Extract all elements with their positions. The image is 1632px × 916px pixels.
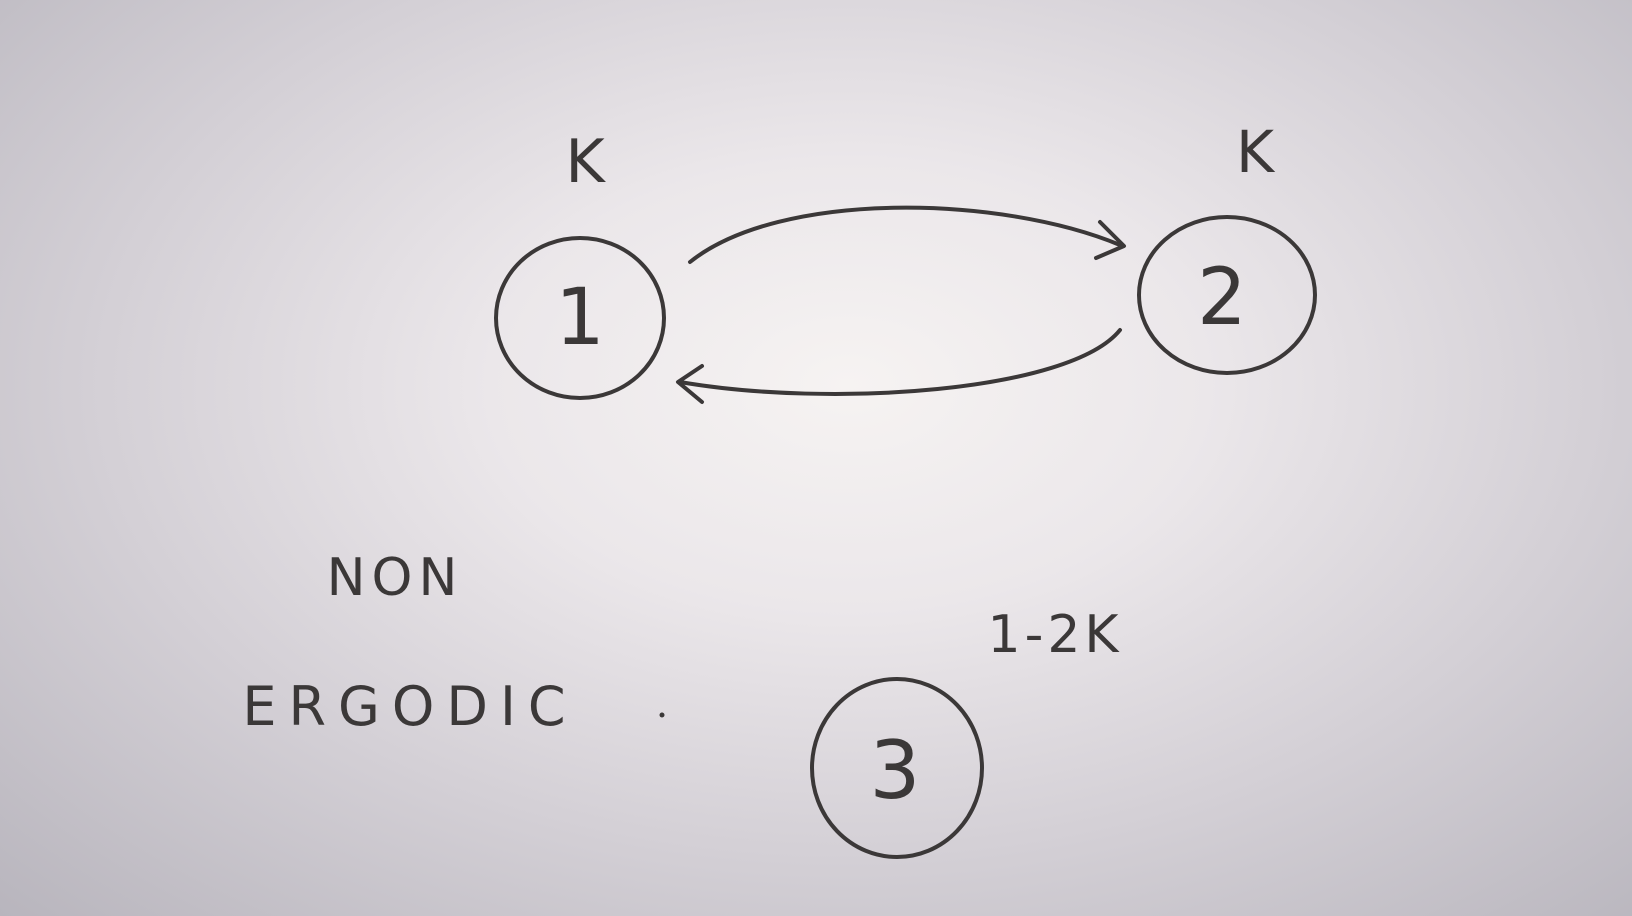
note-line-2: ERGODIC bbox=[242, 675, 577, 738]
node-3-circle bbox=[810, 677, 984, 859]
node-1-label: 1 bbox=[555, 273, 605, 363]
edge-1-to-2 bbox=[688, 205, 1126, 264]
edge-2-to-1-arrowhead bbox=[676, 364, 704, 404]
note-line-1: NON bbox=[327, 548, 464, 608]
state-node-2: 2 bbox=[1137, 215, 1317, 375]
state-node-3: 3 bbox=[810, 677, 984, 859]
node-2-self-loop-probability: K bbox=[1236, 118, 1276, 186]
node-2-label: 2 bbox=[1197, 253, 1247, 343]
node-2-circle bbox=[1137, 215, 1317, 375]
edge-1-to-2-line bbox=[688, 205, 1122, 264]
state-node-1: 1 bbox=[494, 236, 666, 400]
edge-1-to-2-arrowhead bbox=[1094, 220, 1126, 260]
node-1-self-loop-probability: K bbox=[565, 127, 606, 197]
node-3-label: 3 bbox=[870, 724, 921, 817]
edge-2-to-1 bbox=[676, 328, 1122, 404]
ink-dot bbox=[659, 712, 665, 718]
node-1-circle bbox=[494, 236, 666, 400]
node-3-self-loop-probability: 1-2K bbox=[987, 605, 1122, 665]
edge-2-to-1-line bbox=[678, 328, 1122, 396]
